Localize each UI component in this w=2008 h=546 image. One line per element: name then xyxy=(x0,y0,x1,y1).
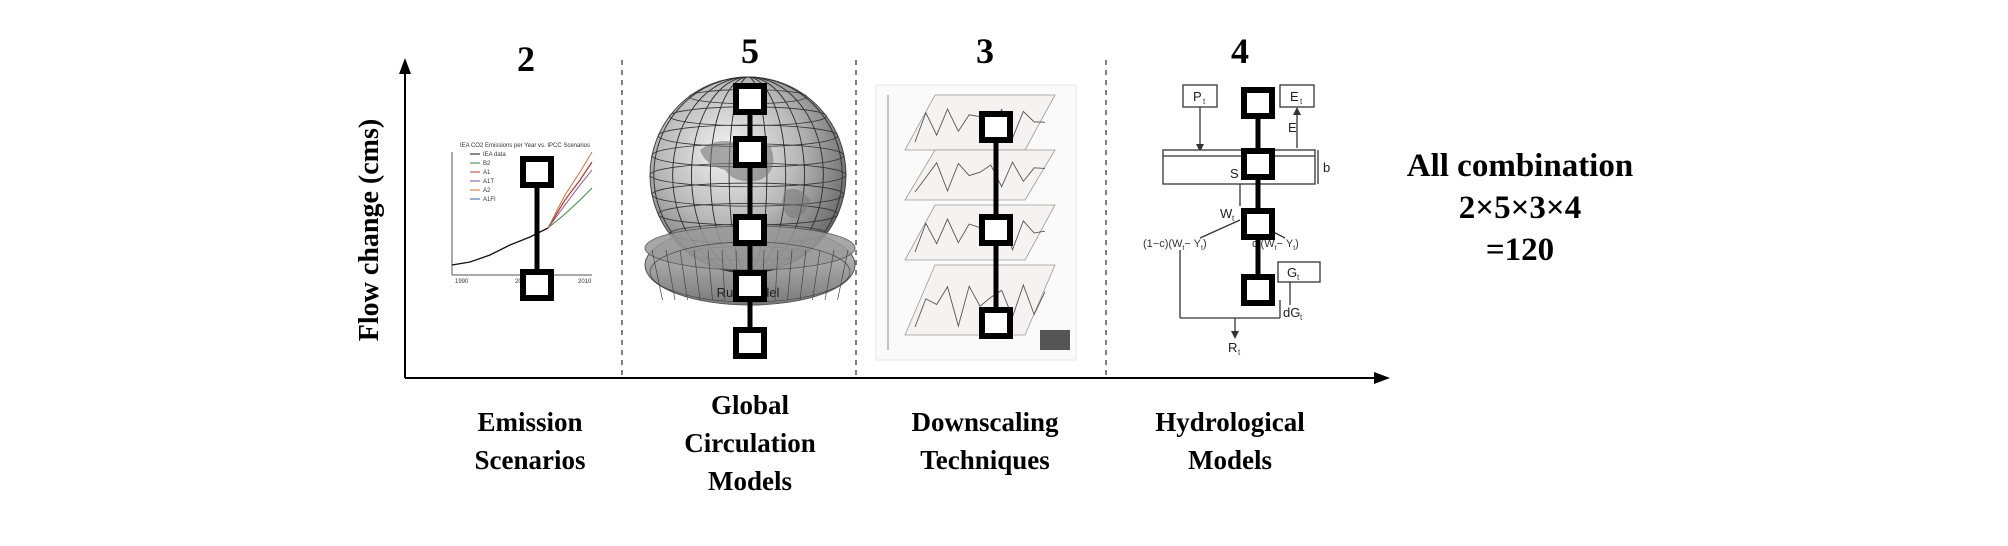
hydrological-model-schematic: P t E t E S b W t (1−c)(Wt− Yt) c (Wt− Y… xyxy=(1143,84,1330,357)
hydro-p-sub: t xyxy=(1203,97,1206,106)
hydro-r-label: R xyxy=(1228,340,1237,355)
emission-legend-item: A1FI xyxy=(483,197,496,203)
hydro-e-label: E xyxy=(1290,89,1299,104)
y-axis-label: Flow change (cms) xyxy=(354,118,385,342)
x-axis-arrowhead xyxy=(1374,372,1390,384)
hydro-g-sub: t xyxy=(1297,273,1300,282)
hydro-w-label: W xyxy=(1220,206,1233,221)
option-node xyxy=(520,156,554,188)
emission-legend-item: A1T xyxy=(483,179,494,185)
emission-legend-item: IEA data xyxy=(483,152,506,158)
hydro-r-sub: t xyxy=(1238,348,1241,357)
option-node xyxy=(733,214,767,246)
y-axis-arrowhead xyxy=(399,58,411,74)
hydro-dg-sub: t xyxy=(1300,313,1303,322)
emission-x-tick-3: 2010 xyxy=(578,279,592,285)
hydro-p-label: P xyxy=(1193,89,1202,104)
hydro-g-label: G xyxy=(1287,265,1297,280)
hydro-left-branch: (1−c)(Wt− Yt) xyxy=(1143,238,1207,252)
option-node xyxy=(979,307,1013,339)
summary-line-3: =120 xyxy=(1485,232,1555,268)
combination-summary: All combination 2×5×3×4 =120 xyxy=(1385,145,1655,271)
option-node xyxy=(733,327,767,359)
option-node xyxy=(733,270,767,302)
option-node xyxy=(1241,208,1275,240)
hydro-w-sub: t xyxy=(1232,214,1235,223)
option-node xyxy=(979,111,1013,143)
hydro-e2-label: E xyxy=(1288,120,1297,135)
summary-line-1: All combination xyxy=(1406,148,1634,184)
hydro-dg-label: dG xyxy=(1283,305,1300,320)
option-node xyxy=(1241,274,1275,306)
stage-count-gcm: 5 xyxy=(741,31,759,71)
stage-count-downscaling: 3 xyxy=(976,31,994,71)
option-node xyxy=(1241,148,1275,180)
emission-legend-item: A1 xyxy=(483,170,491,176)
option-node xyxy=(520,269,554,301)
option-node xyxy=(1241,87,1275,119)
hydro-e-sub: t xyxy=(1300,97,1303,106)
emission-chart-title: IEA CO2 Emissions per Year vs. IPCC Scen… xyxy=(460,143,590,149)
hydro-s-label: S xyxy=(1230,166,1239,181)
hydro-b-label: b xyxy=(1323,160,1330,175)
option-node xyxy=(733,136,767,168)
stage-count-emission: 2 xyxy=(517,39,535,79)
option-node xyxy=(733,83,767,115)
emission-legend-item: A2 xyxy=(483,188,491,194)
option-node xyxy=(979,214,1013,246)
option-chains xyxy=(520,83,1275,359)
downscaling-terrain-image xyxy=(875,84,1077,361)
summary-line-2: 2×5×3×4 xyxy=(1458,190,1582,226)
emission-x-tick-1: 1990 xyxy=(455,279,469,285)
stage-count-hydrological: 4 xyxy=(1231,31,1249,71)
emission-legend-item: B2 xyxy=(483,161,491,167)
